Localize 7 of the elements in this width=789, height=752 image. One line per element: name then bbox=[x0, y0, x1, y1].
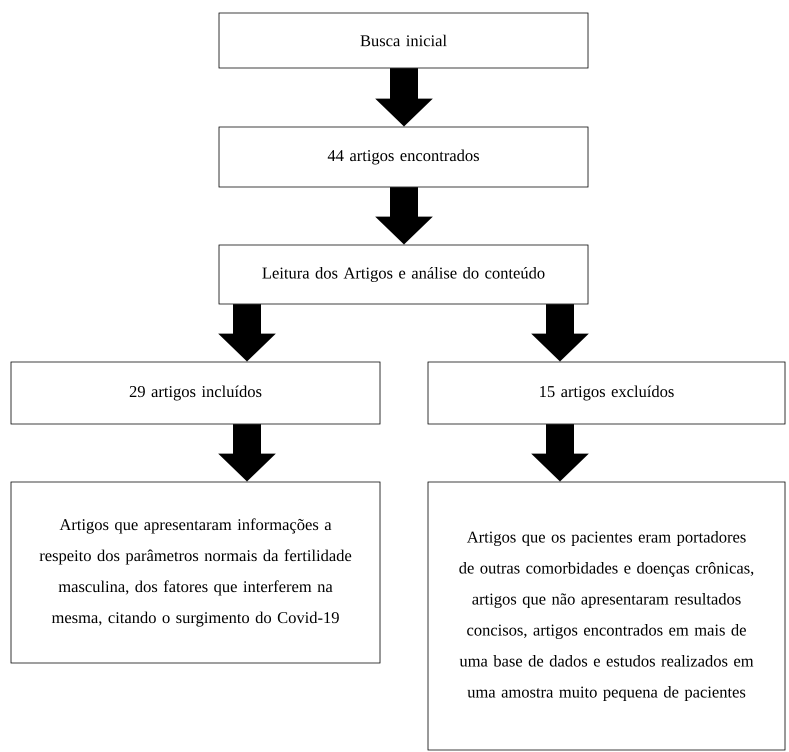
process-box: 29 artigos incluídos bbox=[10, 362, 380, 424]
process-box: Leitura dos Artigos e análise do conteúdo bbox=[218, 244, 588, 304]
process-box: 44 artigos encontrados bbox=[218, 126, 588, 188]
process-box: 15 artigos excluídos bbox=[428, 362, 786, 424]
process-box: Artigos que apresentaram informações a respeito dos parâmetros normais da fertilidade masculina, dos fatores que interferem na mesma, citando o surgimento do Covid-19 bbox=[10, 482, 380, 664]
process-box: Busca inicial bbox=[218, 12, 588, 68]
process-box: Artigos que os pacientes eram portadores de outras comorbidades e doenças crônicas, artigos que não apresentaram resultados concisos, artigos encontrados em mais de uma base de dados e estudos realizados em uma amostra muito pequena de pacientes bbox=[428, 482, 786, 750]
